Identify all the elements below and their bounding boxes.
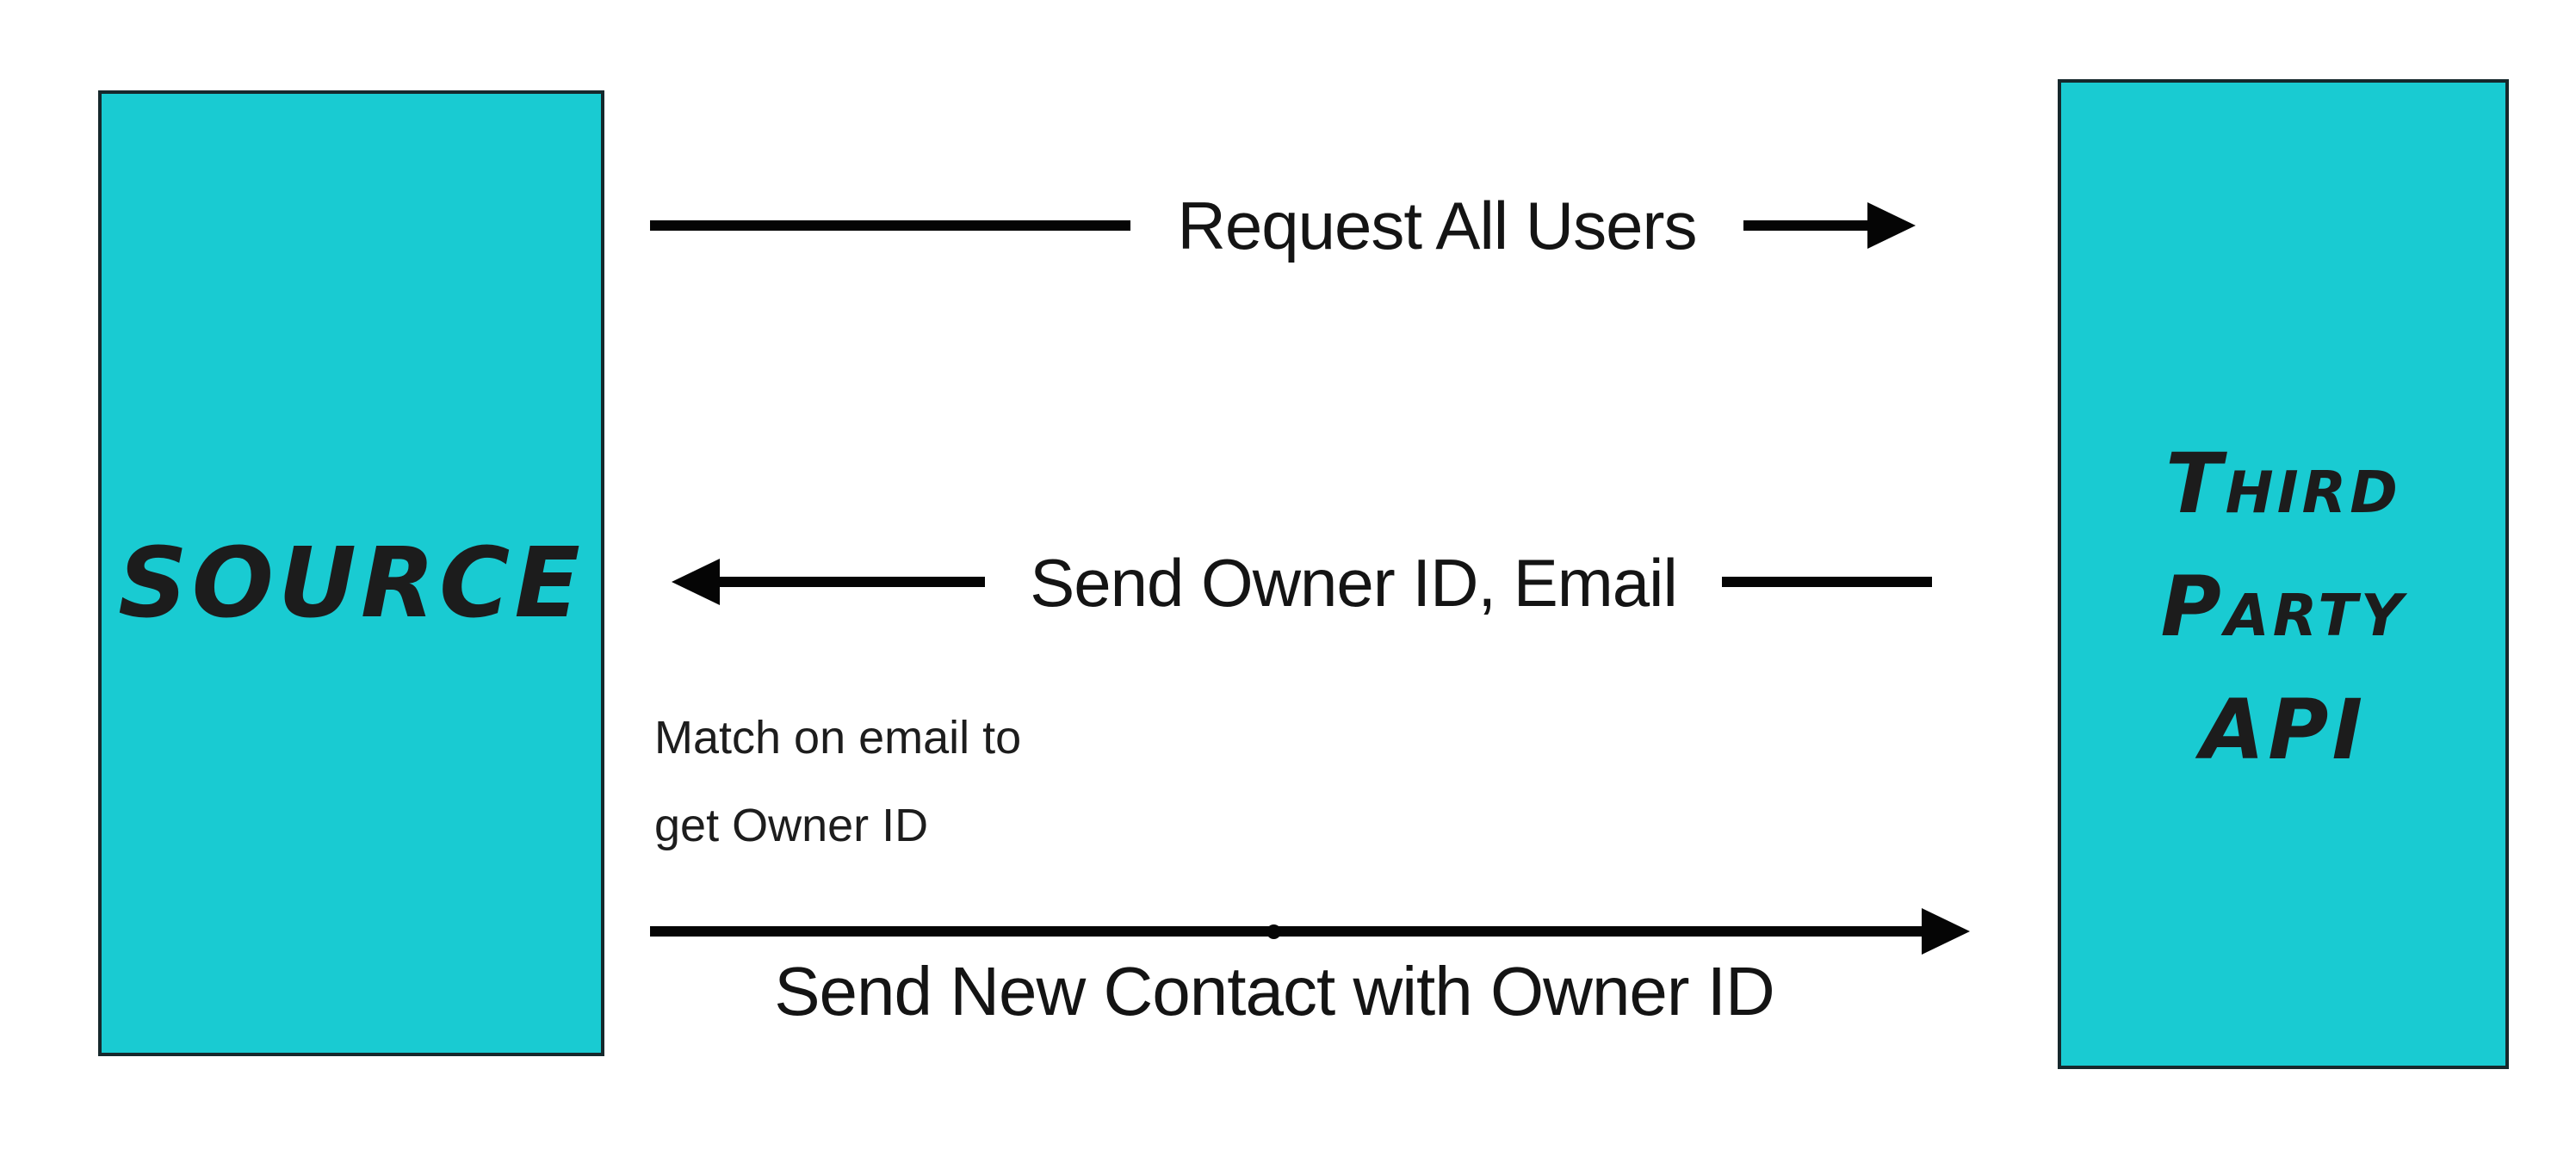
source-node-label: SOURCE [118,528,585,640]
source-node: SOURCE [98,90,604,1056]
third-party-api-node: Third Party API [2058,79,2509,1069]
note-line-1: Match on email to [654,712,1022,764]
send-owner-id-arrow-line [718,577,985,587]
request-all-users-arrow-line [650,220,1130,231]
request-all-users-label: Request All Users [1177,188,1698,263]
third-party-api-label-line-3: API [2200,681,2367,778]
arrow-midpoint-dot [1266,924,1281,939]
arrowhead-left-icon [672,559,720,605]
arrowhead-right-icon [1922,908,1970,955]
send-new-contact-label: Send New Contact with Owner ID [774,953,1775,1029]
send-new-contact-arrow-line [650,926,1923,937]
match-on-email-note: Match on email to get Owner ID [654,694,1021,869]
arrowhead-right-icon [1867,202,1916,249]
send-owner-id-email-label: Send Owner ID, Email [1030,545,1678,621]
third-party-api-label-line-1: Third [2165,435,2401,532]
note-line-2: get Owner ID [654,800,929,851]
request-all-users-arrow-line [1743,220,1868,231]
third-party-api-label-line-2: Party [2160,558,2406,655]
send-owner-id-arrow-line [1722,577,1932,587]
